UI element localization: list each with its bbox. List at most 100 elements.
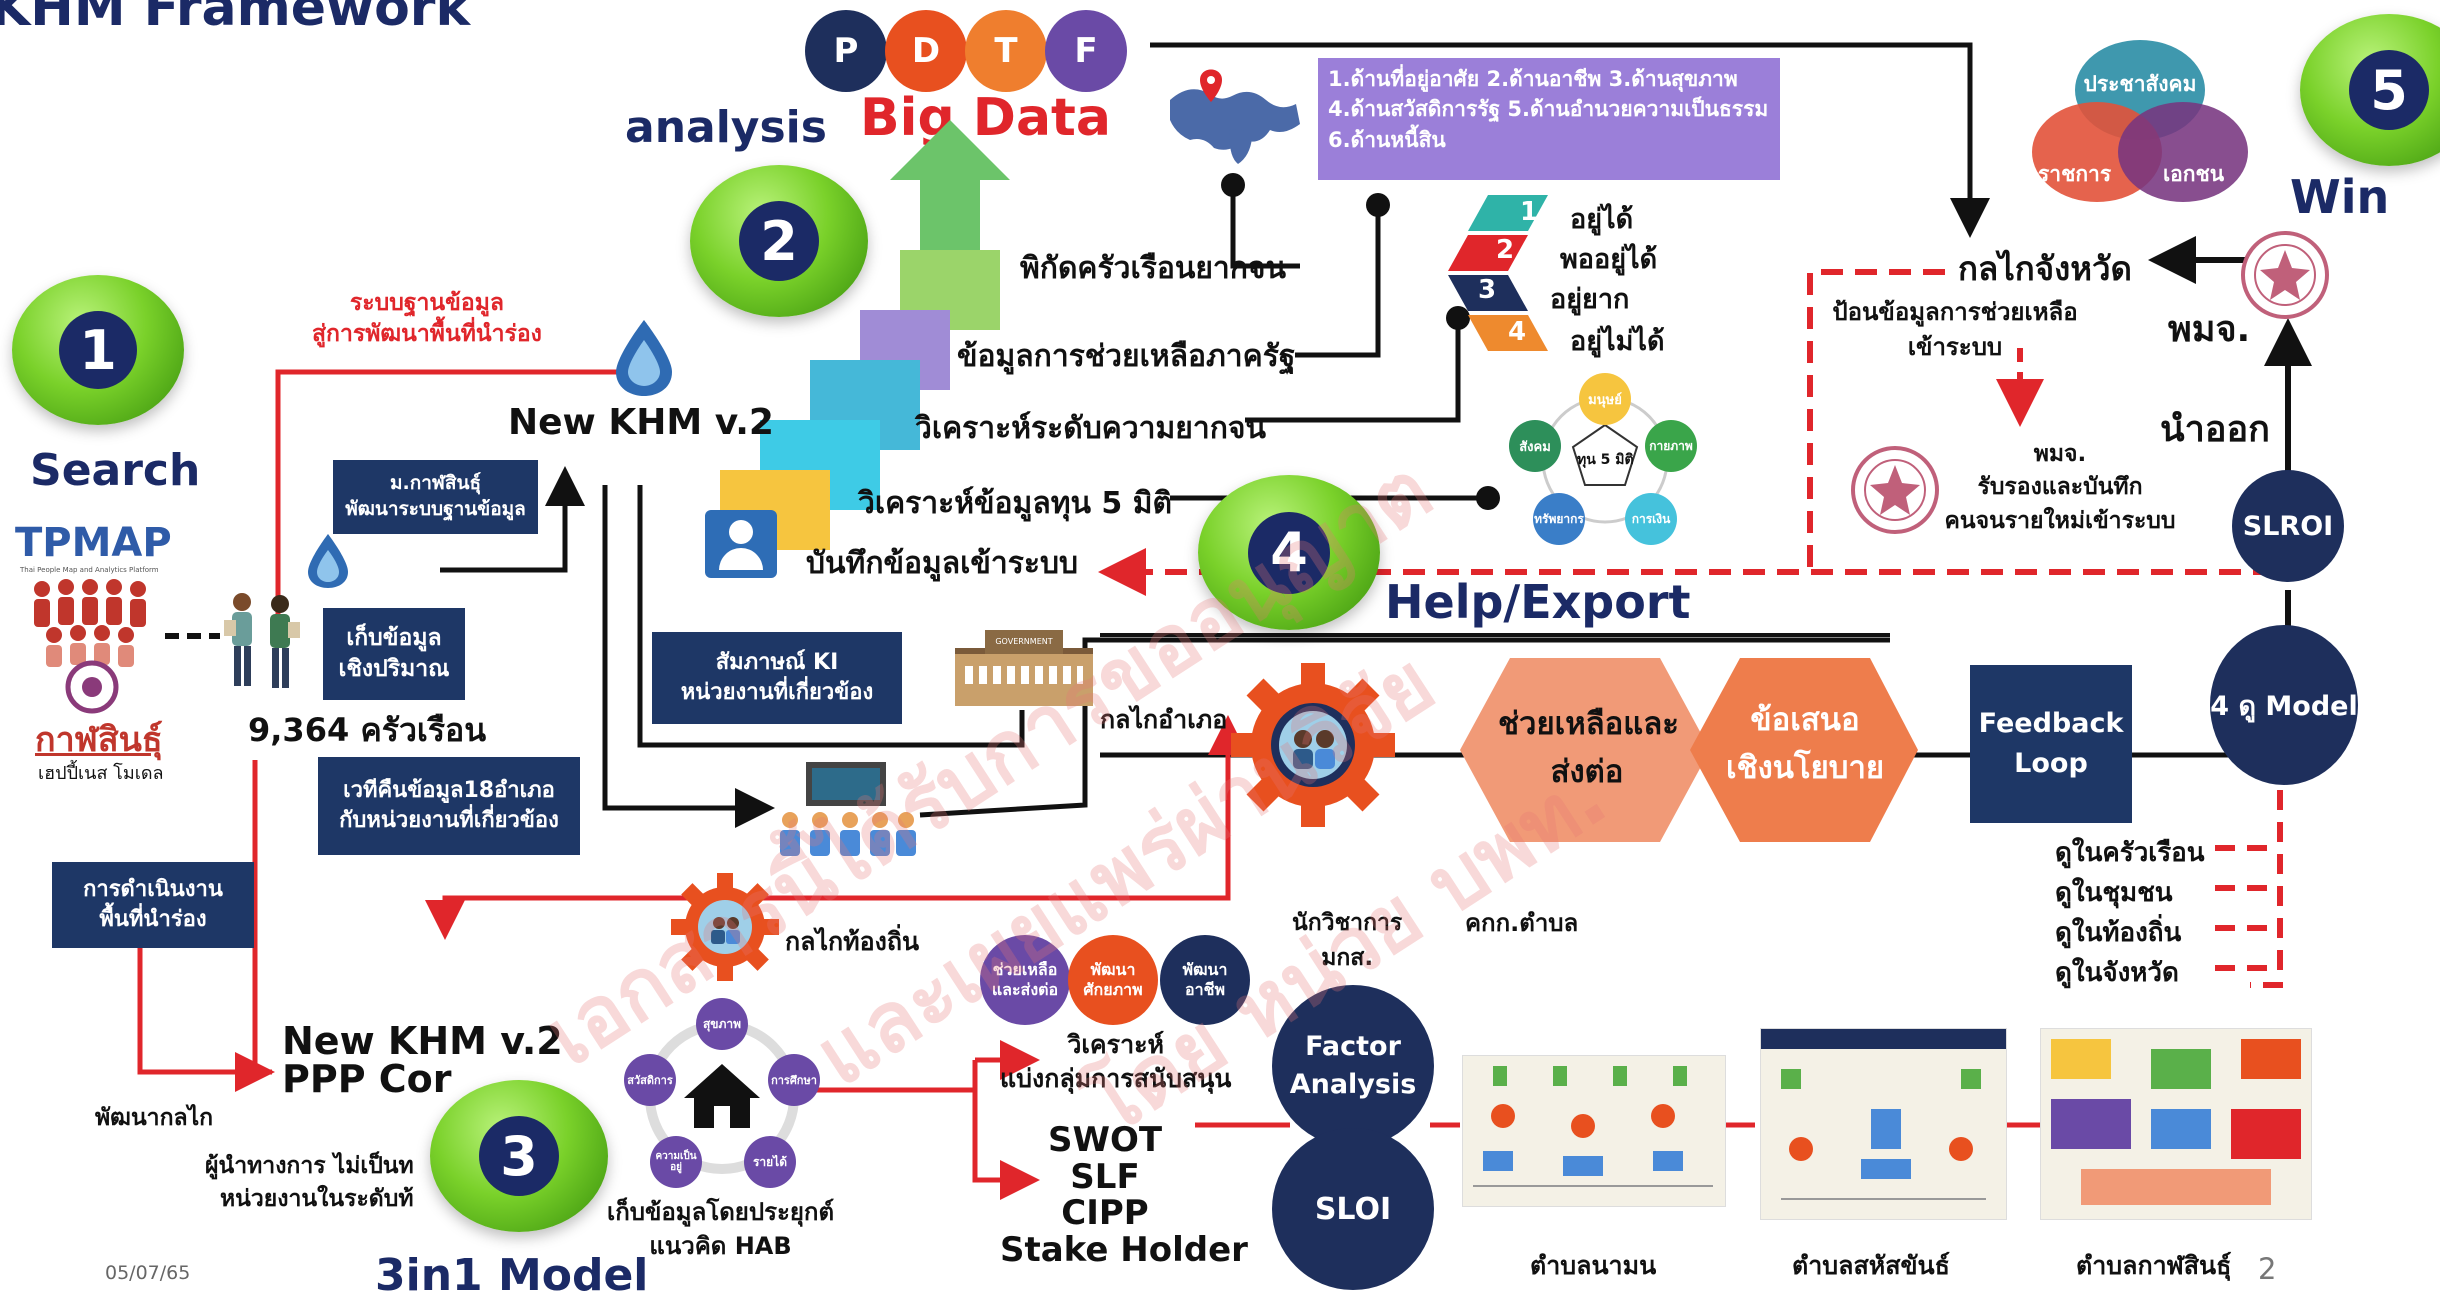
kalasin-subtitle: เฮปปี้เนส โมเดล (38, 763, 164, 784)
namon-label: ตำบลนามน (1530, 1251, 1657, 1280)
hab-education: การศึกษา (768, 1054, 820, 1106)
policy-hex-line-1: ข้อเสนอ (1750, 702, 1860, 738)
input-line-1: ป้อนข้อมูลการช่วยเหลือ (1832, 298, 2078, 326)
ppp-line-2: PPP Cor (282, 1057, 452, 1101)
factor-line-1: Factor (1305, 1031, 1401, 1063)
stair-label-3: วิเคราะห์ระดับความยากจน (915, 411, 1266, 446)
kalasin-infographic-thumbnail[interactable] (2040, 1028, 2312, 1220)
capital-human: มนุษย์ (1579, 373, 1631, 425)
support-potential-l2: ศักยภาพ (1083, 980, 1143, 999)
subdistrict-committee-label: คกก.ตำบล (1465, 909, 1579, 937)
segment-analysis-label: วิเคราะห์ แบ่งกลุ่มการสนับสนุน (1000, 1028, 1231, 1096)
staircase-graphic (720, 120, 1010, 550)
small-drop-icon (308, 534, 348, 588)
rank-chevrons (1448, 195, 1548, 351)
capital-resource: ทรัพยากร (1533, 493, 1585, 545)
capital-finance: การเงิน (1625, 493, 1677, 545)
step-3-number: 3 (479, 1116, 559, 1196)
sahatsakhan-label: ตำบลสหัสขันธ์ (1792, 1251, 1950, 1280)
sahatsakhan-infographic-thumbnail[interactable] (1760, 1028, 2007, 1220)
rank-1-number: 1 (1520, 197, 1539, 227)
namon-infographic-thumbnail[interactable] (1462, 1055, 1726, 1207)
venn-diagram: ประชาสังคม ราชการ เอกชน (2030, 40, 2250, 210)
certify-label: พมจ. รับรองและบันทึก คนจนรายใหม่เข้าระบบ (1940, 438, 2180, 538)
pdtf-circle-p: P (805, 10, 887, 92)
factor-line-2: Analysis (1289, 1069, 1417, 1100)
collect-quantitative-box: เก็บข้อมูลเชิงปริมาณ (323, 608, 465, 700)
certify-line-2: รับรองและบันทึก (1977, 474, 2143, 501)
kalasin-infographic (2051, 1039, 2301, 1205)
five-capital-diagram: ทุน 5 มิติ มนุษย์ กายภาพ การเงิน ทรัพยาก… (1509, 373, 1697, 545)
namon-infographic (1473, 1066, 1713, 1187)
input-line-2: เข้าระบบ (1907, 332, 2003, 361)
ki-line-2: หน่วยงานที่เกี่ยวข้อง (680, 680, 874, 705)
step-search-label: Search (30, 445, 201, 496)
support-help-l2: และส่งต่อ (991, 980, 1059, 999)
local-mechanism-label: กลไกท้องถิ่น (785, 927, 920, 956)
user-profile-icon (705, 510, 777, 578)
feedback-line-1: Feedback (1978, 707, 2124, 739)
hab-caption: เก็บข้อมูลโดยประยุกต์ แนวคิด HAB (607, 1196, 834, 1263)
academics-line-1: นักวิชาการ (1292, 910, 1403, 936)
world-map-icon (1170, 69, 1300, 164)
rank-2-number: 2 (1496, 235, 1515, 265)
step-4-power-button[interactable]: 4 (1198, 475, 1380, 630)
support-potential-l1: พัฒนา (1090, 960, 1136, 979)
step-4-number: 4 (1248, 511, 1330, 594)
household-count: 9,364 ครัวเรือน (248, 711, 487, 749)
step-5-power-button[interactable]: 5 (2300, 14, 2440, 166)
sahatsakhan-infographic (1761, 1029, 2006, 1200)
feedback-line-2: Loop (2014, 748, 2088, 779)
univ-line-2: พัฒนาระบบฐานข้อมูล (345, 498, 526, 520)
hab-caption-line-2: แนวคิด HAB (649, 1231, 792, 1260)
pilot-line-2: พื้นที่นำร่อง (99, 907, 207, 932)
kalasin-subdistrict-label: ตำบลกาฬสินธุ์ (2076, 1251, 2232, 1280)
certify-seal-icon (1851, 446, 1939, 534)
collect-line-1: เก็บข้อมูล (346, 624, 442, 651)
help-hex-line-2: ส่งต่อ (1550, 754, 1624, 791)
rank-3-label: อยู่ยาก (1550, 284, 1630, 315)
univ-box: ม.กาฬสินธุ์พัฒนาระบบฐานข้อมูล (333, 460, 538, 534)
local-gear-icon (671, 873, 779, 981)
hab-diagram: สุขภาพ การศึกษา รายได้ ความเป็นอยู่ สวัส… (622, 998, 822, 1192)
look-community: ดูในชุมชน (2055, 878, 2173, 908)
step-3-power-button[interactable]: 3 (430, 1080, 608, 1232)
step-1-power-button[interactable]: 1 (12, 275, 184, 425)
pdtf-circle-t: T (965, 10, 1047, 92)
rank-3-number: 3 (1478, 275, 1497, 305)
pmj-seal-icon (2241, 231, 2329, 319)
hexagon-pair (1460, 658, 1918, 842)
segment-line-1: วิเคราะห์ (1067, 1030, 1165, 1059)
certify-line-3: คนจนรายใหม่เข้าระบบ (1944, 507, 2176, 534)
leaders-label: ผู้นำทางการ ไม่เป็นท หน่วยงานในระดับท้ (205, 1150, 414, 1217)
look-local: ดูในท้องถิ่น (2055, 918, 2182, 948)
page-title: KHM Framework (0, 0, 471, 38)
policy-hex-line-2: เชิงนโยบาย (1725, 750, 1885, 787)
pdtf-circle-d: D (885, 10, 967, 92)
district-gear-icon (1231, 663, 1395, 827)
hab-welfare: สวัสดิการ (624, 1054, 676, 1106)
help-hex-line-1: ช่วยเหลือและ (1498, 706, 1679, 742)
sloi-circle: SLOI (1272, 1128, 1434, 1290)
step-2-power-button[interactable]: 2 (690, 165, 868, 317)
tool-slf: SLF (1070, 1156, 1140, 1197)
step-1-number: 1 (59, 311, 137, 389)
forum-line-2: กับหน่วยงานที่เกี่ยวข้อง (339, 808, 559, 833)
surveyors-icon (224, 593, 300, 688)
support-career-l1: พัฒนา (1182, 960, 1228, 979)
hab-caption-line-1: เก็บข้อมูลโดยประยุกต์ (607, 1198, 835, 1226)
academics-label: นักวิชาการ มกส. (1292, 906, 1402, 975)
db-system-line-2: สู่การพัฒนาพื้นที่นำร่อง (312, 321, 542, 348)
support-help-l1: ช่วยเหลือ (992, 960, 1058, 979)
dimensions-line-2: 4.ด้านสวัสดิการรัฐ 5.ด้านอำนวยความเป็นธร… (1328, 97, 1769, 122)
rank-1-label: อยู่ได้ (1570, 204, 1634, 235)
tpmap-subtitle: Thai People Map and Analytics Platform (20, 566, 159, 574)
date-label: 05/07/65 (105, 1262, 191, 1284)
drop-logo-icon (616, 320, 672, 396)
univ-line-1: ม.กาฬสินธุ์ (389, 472, 482, 495)
step-analysis-label: analysis (625, 102, 827, 153)
four-look-model-circle: 4 ดู Model (2210, 625, 2358, 785)
ppp-line-1: New KHM v.2 (282, 1019, 563, 1063)
